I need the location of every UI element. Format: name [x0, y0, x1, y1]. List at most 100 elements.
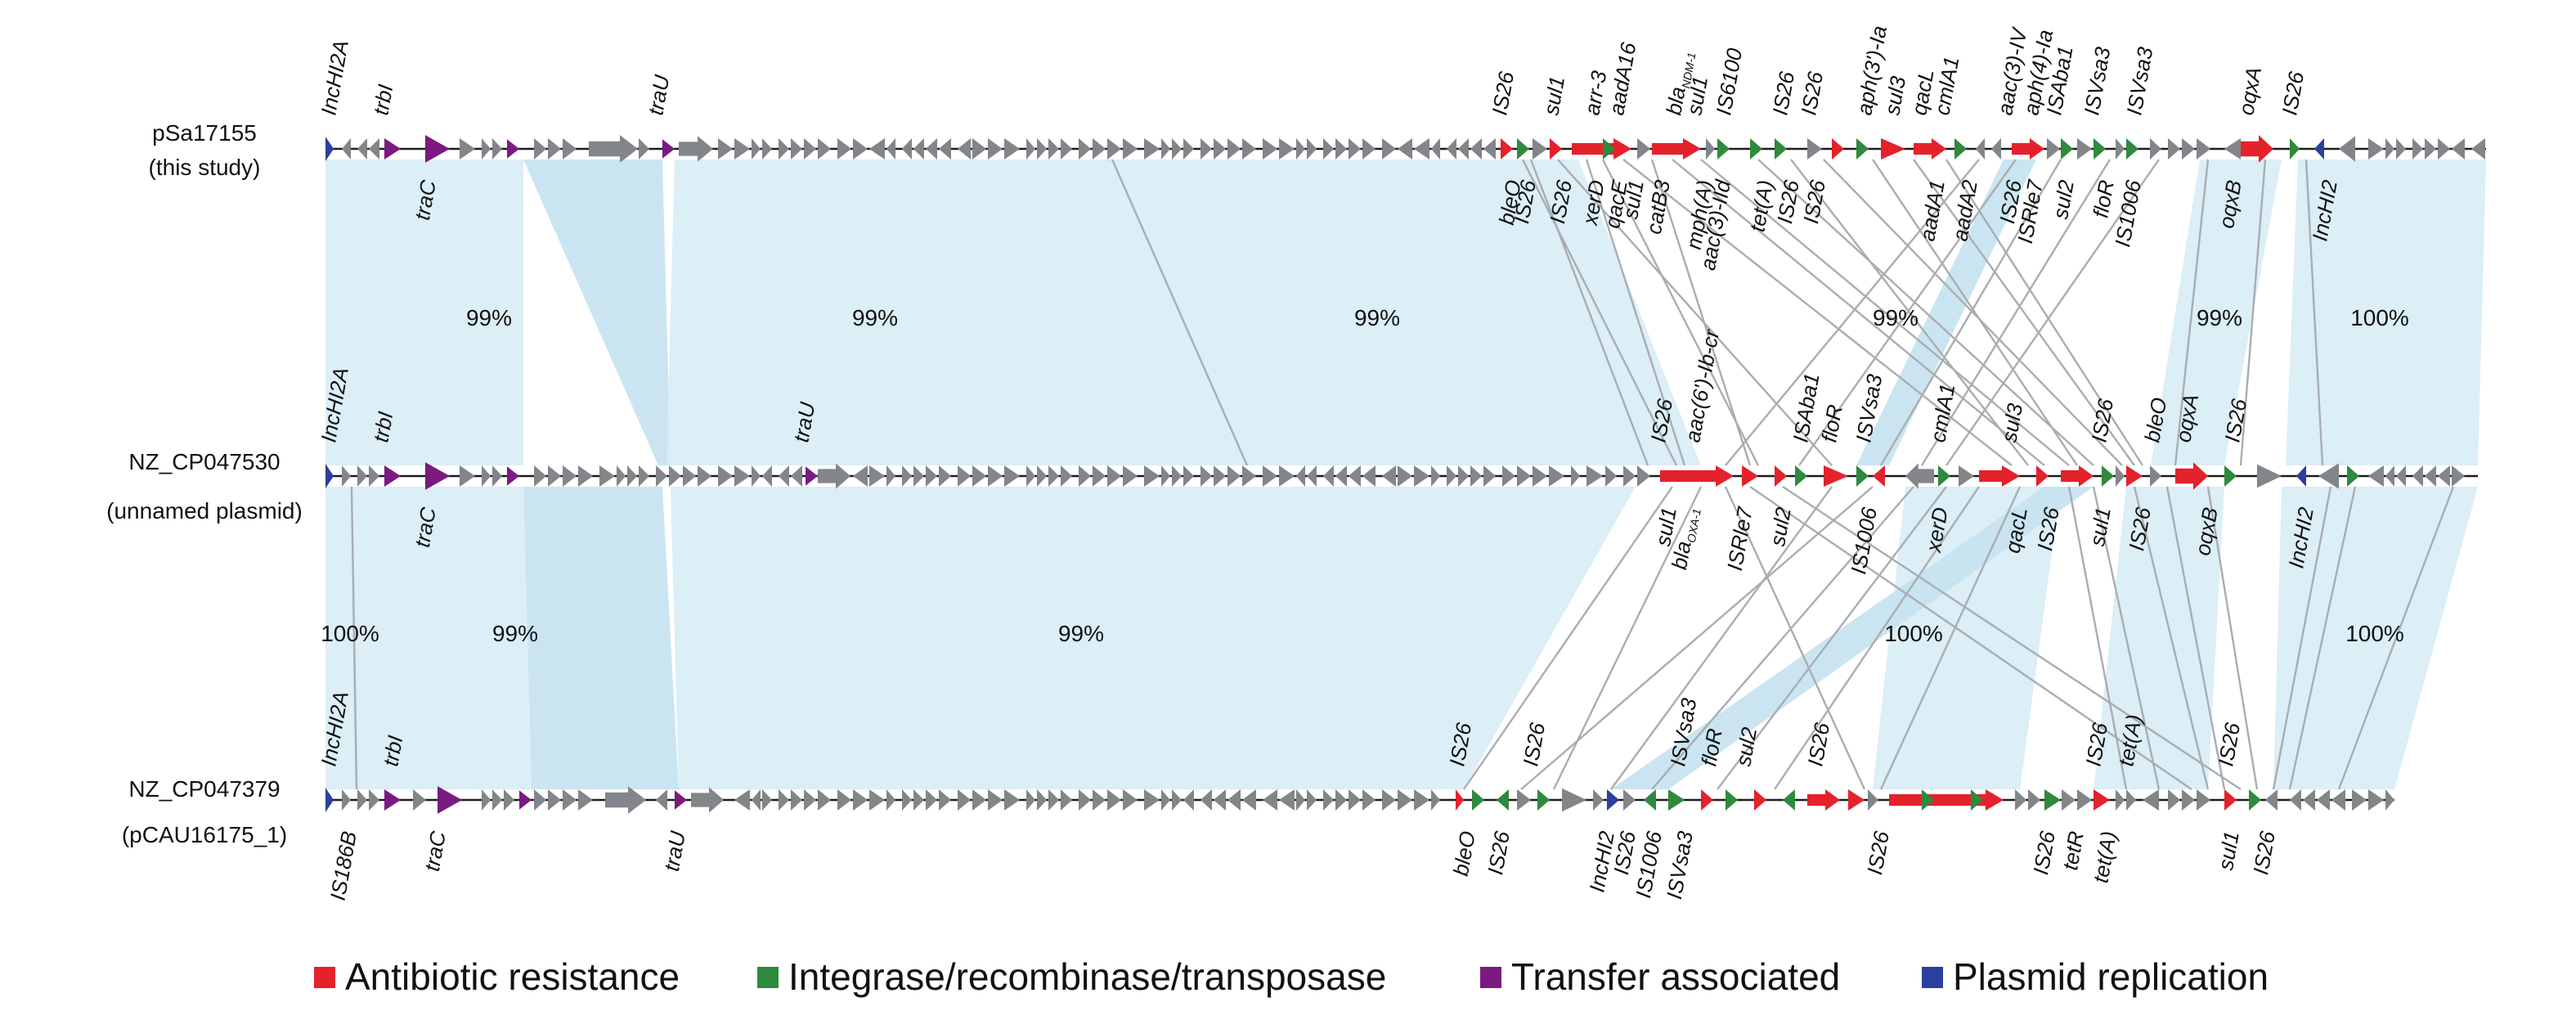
feature-0-21	[2012, 138, 2044, 160]
legend-label-antibiotic: Antibiotic resistance	[345, 955, 680, 998]
feature-1-22	[2224, 465, 2237, 487]
plasmid-name-2: NZ_CP047379	[128, 776, 280, 802]
feature-1-15	[1938, 465, 1950, 487]
gene-2-129	[2290, 789, 2301, 811]
homology-band-7	[325, 487, 532, 789]
gene-0-122	[2182, 138, 2195, 160]
gene-1-53	[1144, 465, 1160, 487]
gene-0-51	[1107, 138, 1121, 160]
gene-label-text: aadA16	[1604, 40, 1640, 117]
track-2	[325, 786, 2394, 814]
gene-0-54	[1161, 138, 1170, 160]
gene-2-31	[804, 789, 816, 811]
connector-5	[1601, 159, 1760, 466]
gene-label-floR-b0: floR	[2088, 178, 2119, 220]
feature-2-25	[2094, 789, 2110, 811]
feature-0-10	[1572, 138, 1631, 160]
gene-0-66	[1335, 138, 1347, 160]
feature-2-3	[519, 790, 532, 810]
gene-0-13	[534, 138, 546, 160]
gene-1-71	[1414, 465, 1429, 487]
gene-label-IS26-t0c: IS26	[1796, 70, 1828, 117]
feature-1-2	[425, 462, 450, 490]
feature-0-20	[1954, 138, 1967, 160]
gene-label-tetA-b0: tet(A)	[1744, 178, 1778, 234]
gene-1-8	[460, 465, 475, 487]
gene-label-sul3-t1: sul3	[1996, 401, 2027, 444]
legend-label-transfer: Transfer associated	[1511, 955, 1840, 998]
gene-label-trbI-t2: trbI	[378, 734, 407, 768]
feature-2-12	[1607, 789, 1619, 811]
gene-2-123	[2197, 789, 2210, 811]
gene-2-72	[1431, 789, 1440, 811]
gene-1-2	[369, 465, 379, 487]
identity-lower-3: 100%	[1884, 621, 1943, 646]
feature-0-12	[1652, 138, 1701, 160]
feature-0-7	[1501, 138, 1513, 160]
plasmid-subtitle-1: (unnamed plasmid)	[106, 498, 303, 523]
gene-1-50	[1093, 465, 1106, 487]
legend-swatch-transfer	[1480, 967, 1501, 988]
gene-2-34	[853, 789, 868, 811]
gene-1-77	[1502, 465, 1515, 487]
gene-label-ISRle7-b1: ISRle7	[1722, 504, 1757, 573]
gene-2-21	[656, 789, 667, 811]
gene-2-64	[1307, 789, 1317, 811]
gene-label-text: traC	[420, 829, 451, 874]
gene-0-75	[1470, 138, 1482, 160]
gene-2-134	[2368, 789, 2384, 811]
gene-label-traU-t0: traU	[643, 73, 674, 117]
gene-2-40	[939, 789, 951, 811]
feature-0-24	[2126, 138, 2138, 160]
gene-0-43	[988, 138, 1003, 160]
gene-1-20	[639, 465, 649, 487]
connector-25	[1463, 486, 1673, 790]
gene-2-27	[752, 789, 761, 811]
gene-label-tetR-b2: tetR	[2058, 829, 2089, 872]
gene-label-text: ISRle7	[1722, 504, 1757, 573]
gene-label-IS1006-b1: IS1006	[1846, 505, 1882, 576]
gene-2-10	[492, 789, 502, 811]
plasmid-names: pSa17155(this study)NZ_CP047530(unnamed …	[106, 120, 303, 847]
gene-2-78	[1517, 789, 1531, 811]
identity-lower-2: 99%	[1058, 621, 1104, 646]
gene-1-0	[342, 465, 351, 487]
gene-label-sul2-b0: sul2	[2048, 177, 2079, 221]
connector-32	[1651, 486, 1914, 790]
gene-0-0	[342, 138, 351, 160]
gene-2-117	[2116, 789, 2125, 811]
gene-1-72	[1431, 465, 1440, 487]
gene-0-135	[2385, 138, 2394, 160]
homology-band-6	[2286, 160, 2486, 465]
gene-0-61	[1263, 138, 1277, 160]
feature-1-1	[384, 465, 401, 487]
gene-2-5	[413, 789, 426, 811]
gene-2-62	[1279, 789, 1295, 811]
gene-1-139	[2438, 465, 2450, 487]
gene-1-54	[1161, 465, 1170, 487]
homology-band-2	[666, 160, 1627, 465]
gene-1-49	[1079, 465, 1091, 487]
gene-label-IS26-t2e: IS26	[2213, 721, 2245, 768]
gene-0-39	[926, 138, 937, 160]
gene-label-blaNDM-t0: blaNDM-1	[1661, 49, 1698, 117]
gene-label-text: IS26	[1487, 70, 1519, 117]
feature-0-4	[662, 139, 675, 159]
gene-2-63	[1296, 789, 1305, 811]
gene-label-text: tet(A)	[1744, 178, 1778, 234]
gene-0-136	[2396, 138, 2406, 160]
gene-2-118	[2126, 789, 2136, 811]
gene-label-text: trbI	[368, 83, 397, 117]
feature-1-16	[1979, 465, 2020, 487]
gene-2-11	[504, 789, 514, 811]
gene-1-42	[972, 465, 986, 487]
gene-label-IS26-t0b: IS26	[1767, 70, 1799, 117]
plasmid-name-0: pSa17155	[152, 120, 257, 146]
gene-1-135	[2385, 465, 2394, 487]
gene-2-68	[1362, 789, 1376, 811]
gene-label-ISVsa3-b2: ISVsa3	[1662, 829, 1698, 901]
gene-1-51	[1107, 465, 1121, 487]
gene-2-44	[1004, 789, 1020, 811]
gene-0-10	[492, 138, 502, 160]
